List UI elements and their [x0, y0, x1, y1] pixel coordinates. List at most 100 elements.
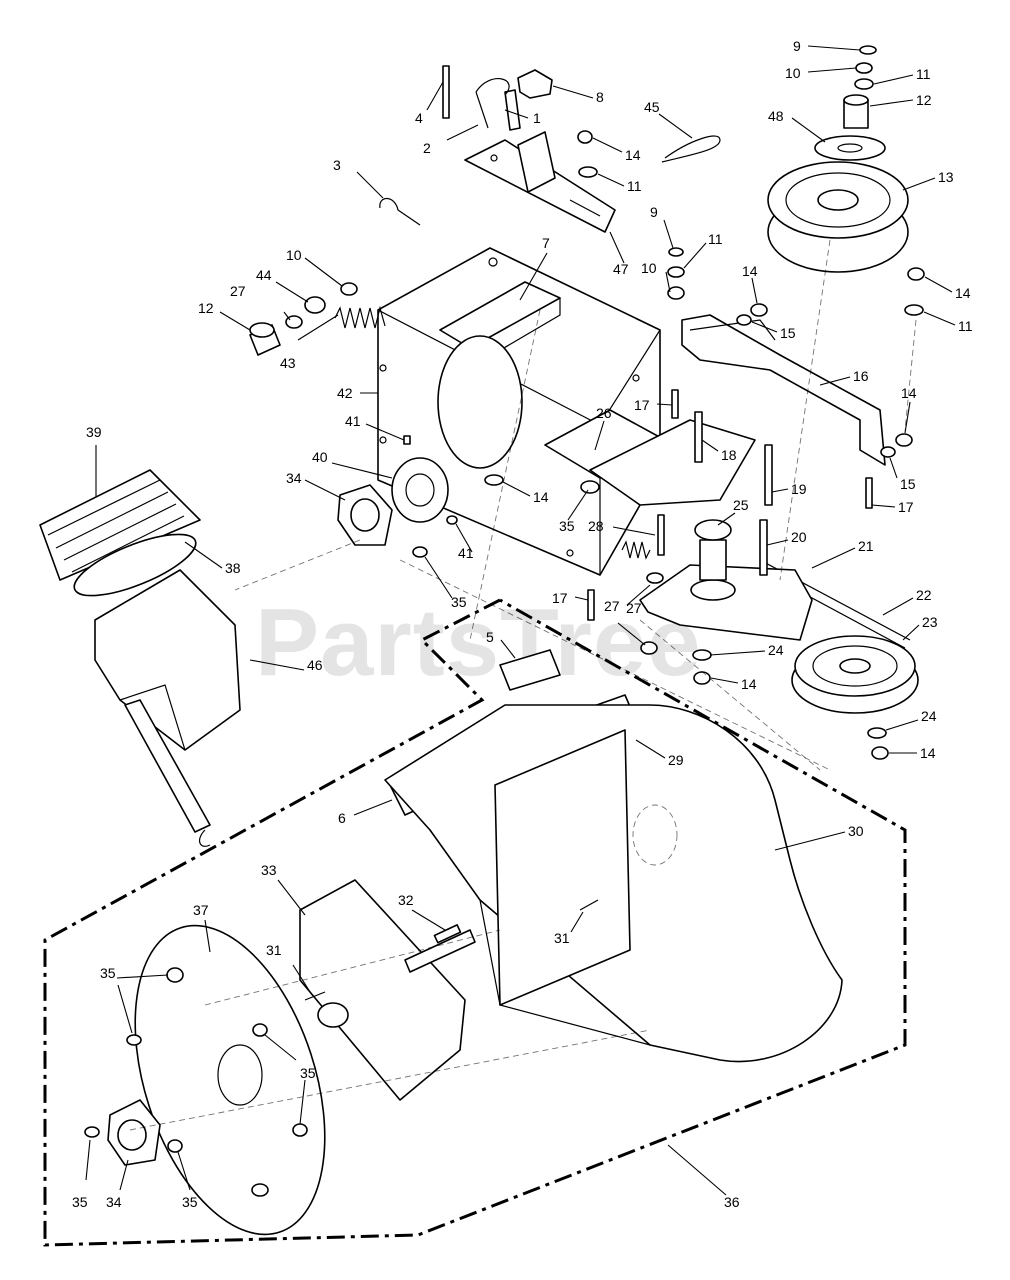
callout-25: 25	[733, 497, 749, 513]
callout-17a: 17	[634, 397, 650, 413]
bolt-19	[764, 444, 773, 506]
washer-48-hole	[837, 143, 863, 153]
callout-11d: 11	[958, 318, 973, 334]
callout-37: 37	[193, 902, 209, 918]
callout-8: 8	[596, 89, 604, 105]
callout-47: 47	[613, 261, 629, 277]
callout-11c: 11	[708, 231, 723, 247]
callout-17c: 17	[898, 499, 914, 515]
callout-13: 13	[938, 169, 954, 185]
callout-35c: 35	[100, 965, 116, 981]
callout-14c: 14	[955, 285, 971, 301]
carriage-bolt-31-left	[304, 991, 326, 1001]
bolt-28	[657, 514, 665, 556]
callout-31a: 31	[266, 942, 282, 958]
bolt-17-b	[587, 589, 595, 621]
lower-pulley	[791, 635, 919, 714]
callout-45: 45	[644, 99, 660, 115]
discharge-chute	[39, 469, 241, 847]
callout-14a: 14	[625, 147, 641, 163]
callout-31b: 31	[554, 930, 570, 946]
callout-36: 36	[724, 1194, 740, 1210]
retaining-clip	[475, 78, 510, 129]
callout-19: 19	[791, 481, 807, 497]
bolt-18	[694, 411, 703, 463]
callout-40: 40	[312, 449, 328, 465]
callout-41a: 41	[345, 413, 361, 429]
callout-33: 33	[261, 862, 277, 878]
spring-28	[621, 540, 651, 560]
mounting-plate	[589, 419, 756, 506]
callout-6: 6	[338, 810, 346, 826]
bolt-4	[442, 65, 450, 119]
callout-34a: 34	[286, 470, 302, 486]
callout-11a: 11	[916, 66, 931, 82]
auger-housing	[384, 704, 843, 1063]
callout-27b: 27	[604, 598, 620, 614]
callout-11b: 11	[627, 178, 642, 194]
spacer-12-left-face	[249, 322, 275, 338]
callout-24a: 24	[768, 642, 784, 658]
callout-27c: 27	[626, 600, 642, 616]
callout-labels: 1 2 3 4 5 6 7 8 9 9 10 10 10 11 11 11 11…	[72, 38, 973, 1210]
decal-5	[499, 649, 561, 691]
callout-35f: 35	[182, 1194, 198, 1210]
callout-42: 42	[337, 385, 353, 401]
carriage-bolt-31-right	[579, 899, 599, 911]
callout-35e: 35	[72, 1194, 88, 1210]
callout-15b: 15	[900, 476, 916, 492]
callout-3: 3	[333, 157, 341, 173]
callout-10b: 10	[641, 260, 657, 276]
cotter-pin-3	[379, 197, 421, 226]
callout-23: 23	[922, 614, 938, 630]
callout-46: 46	[307, 657, 323, 673]
washer-27-left	[285, 315, 303, 329]
callout-1: 1	[533, 110, 541, 126]
callout-15a: 15	[780, 325, 796, 341]
callout-38: 38	[225, 560, 241, 576]
callout-18: 18	[721, 447, 737, 463]
callout-17b: 17	[552, 590, 568, 606]
callout-24b: 24	[921, 708, 937, 724]
callout-22: 22	[916, 587, 932, 603]
callout-10a: 10	[785, 65, 801, 81]
callout-5: 5	[486, 629, 494, 645]
side-plate	[84, 924, 326, 1236]
bolt-17-c	[865, 477, 873, 509]
callout-27a: 27	[230, 283, 246, 299]
hair-pin-45	[661, 135, 721, 163]
callout-43: 43	[280, 355, 296, 371]
callout-16: 16	[853, 368, 869, 384]
upper-pulley	[767, 161, 909, 273]
callout-10c: 10	[286, 247, 302, 263]
projection-lines	[129, 239, 917, 1131]
callout-14f: 14	[741, 676, 757, 692]
callout-14b: 14	[742, 263, 758, 279]
watermark-brand: PartsTree	[255, 589, 702, 696]
idler-arm	[681, 314, 886, 466]
callout-14e: 14	[533, 489, 549, 505]
hitch-bracket	[464, 131, 616, 233]
handle-pin	[504, 89, 521, 131]
callout-35d: 35	[300, 1065, 316, 1081]
callout-14d: 14	[901, 385, 917, 401]
bearing-flange-upper	[337, 484, 393, 546]
impeller	[299, 879, 476, 1101]
spring-43	[334, 305, 386, 329]
bolt-20	[759, 519, 768, 576]
bolt-17-a	[671, 389, 679, 419]
callout-48: 48	[768, 108, 784, 124]
callout-29: 29	[668, 752, 684, 768]
callout-32: 32	[398, 892, 414, 908]
callout-39: 39	[86, 424, 102, 440]
spacer-12-top-face	[843, 94, 869, 106]
callout-35a: 35	[559, 518, 575, 534]
callout-14g: 14	[920, 745, 936, 761]
callout-28: 28	[588, 518, 604, 534]
callout-2: 2	[423, 140, 431, 156]
assembly-boundary	[43, 598, 907, 1247]
callout-21: 21	[858, 538, 874, 554]
callout-4: 4	[415, 110, 423, 126]
callout-9a: 9	[793, 38, 801, 54]
